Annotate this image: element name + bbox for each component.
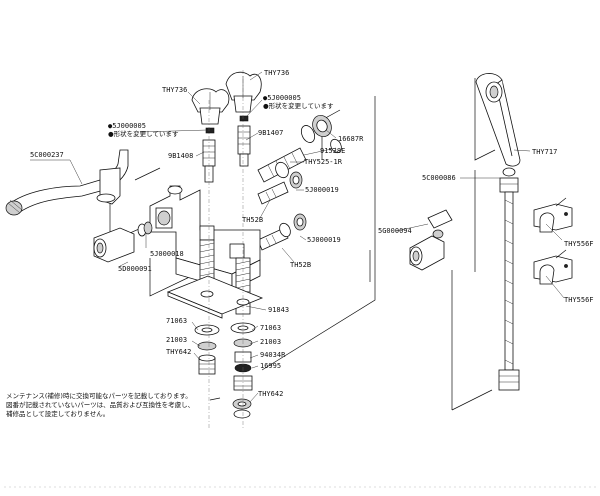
label-94034r: 94034R xyxy=(260,351,286,359)
label-5j000005-left: ●5J000005 xyxy=(108,122,146,130)
label-th52b-bottom: TH52B xyxy=(290,261,311,269)
maintenance-note: メンテナンス(補修)時に交換可能なパーツを記載しております。 図番が記載されてい… xyxy=(6,391,194,418)
label-thy736-left: THY736 xyxy=(162,86,187,94)
wall-hook-lower xyxy=(533,249,573,285)
valve-body xyxy=(149,185,261,291)
label-9b1408: 9B1408 xyxy=(168,152,193,160)
note-line-3: 補修品として設定しておりません。 xyxy=(6,409,109,418)
label-thy556f-bottom: THY556F xyxy=(564,296,594,304)
label-thy556f-top: THY556F xyxy=(564,240,594,248)
note-line-2: 図番が記載されていないパーツは、品質および互換性を考慮し、 xyxy=(6,400,194,409)
label-thy642-left: THY642 xyxy=(166,348,191,356)
note-line-1: メンテナンス(補修)時に交換可能なパーツを記載しております。 xyxy=(6,391,192,400)
shower-hose xyxy=(498,177,520,391)
fitting-lower xyxy=(257,213,307,251)
label-5j000019-top: 5J000019 xyxy=(305,186,339,194)
label-71063-left: 71063 xyxy=(166,317,187,325)
label-5j000019-bottom: 5J000019 xyxy=(307,236,341,244)
elbow-fitting-5G000094 xyxy=(409,209,453,271)
shower-head xyxy=(475,73,521,177)
fitting-upper xyxy=(257,161,303,205)
label-thy717: THY717 xyxy=(532,148,557,156)
label-5c000237: 5C000237 xyxy=(30,151,64,159)
label-16687r: 16687R xyxy=(338,135,364,143)
left-washer-stack xyxy=(194,324,220,375)
base-plate-91843 xyxy=(166,275,264,319)
label-5d000091: 5D000091 xyxy=(118,265,152,273)
label-9b1407: 9B1407 xyxy=(258,129,283,137)
label-5j000005-right-note: ●形状を変更しています xyxy=(263,101,334,110)
handle-left xyxy=(191,88,230,134)
label-thy525-1r: THY525-1R xyxy=(304,158,343,166)
label-91843: 91843 xyxy=(268,306,289,314)
label-5j000005-left-note: ●形状を変更しています xyxy=(108,129,179,138)
label-5g000094: 5G000094 xyxy=(378,227,412,235)
label-th52b-top: TH52B xyxy=(242,216,263,224)
label-91538e: 91538E xyxy=(320,147,345,155)
spout-part xyxy=(5,149,129,216)
leader-lines xyxy=(119,71,565,403)
label-5c000086: 5C000086 xyxy=(422,174,456,182)
part-labels: THY736 THY736 ●5J000005 ●形状を変更しています ●5J0… xyxy=(30,69,594,398)
label-21003-right: 21003 xyxy=(260,338,281,346)
label-71063-right: 71063 xyxy=(260,324,281,332)
label-thy736-right: THY736 xyxy=(264,69,289,77)
wall-hook-upper xyxy=(533,197,573,233)
label-21003-left: 21003 xyxy=(166,336,187,344)
label-5j000018: 5J000018 xyxy=(150,250,184,258)
stem-right-9B1407 xyxy=(237,125,251,167)
label-thy642-right: THY642 xyxy=(258,390,283,398)
handle-right xyxy=(225,71,262,122)
label-5j000005-right: ●5J000005 xyxy=(263,94,301,102)
adapter-5D000091 xyxy=(93,221,153,263)
label-16995: 16995 xyxy=(260,362,281,370)
